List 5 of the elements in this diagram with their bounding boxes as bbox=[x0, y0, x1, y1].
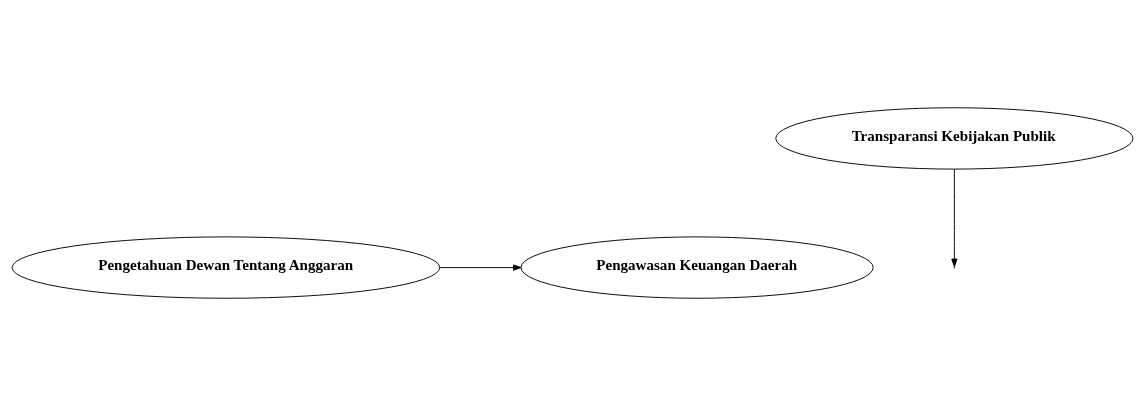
node-ellipse: Pengetahuan Dewan Tentang Anggaran bbox=[11, 236, 441, 299]
node-ellipse: Pengawasan Keuangan Daerah bbox=[520, 236, 874, 299]
node-ellipse: Transparansi Kebijakan Publik bbox=[775, 107, 1134, 170]
arrow bbox=[951, 168, 958, 268]
arrow bbox=[439, 264, 522, 271]
